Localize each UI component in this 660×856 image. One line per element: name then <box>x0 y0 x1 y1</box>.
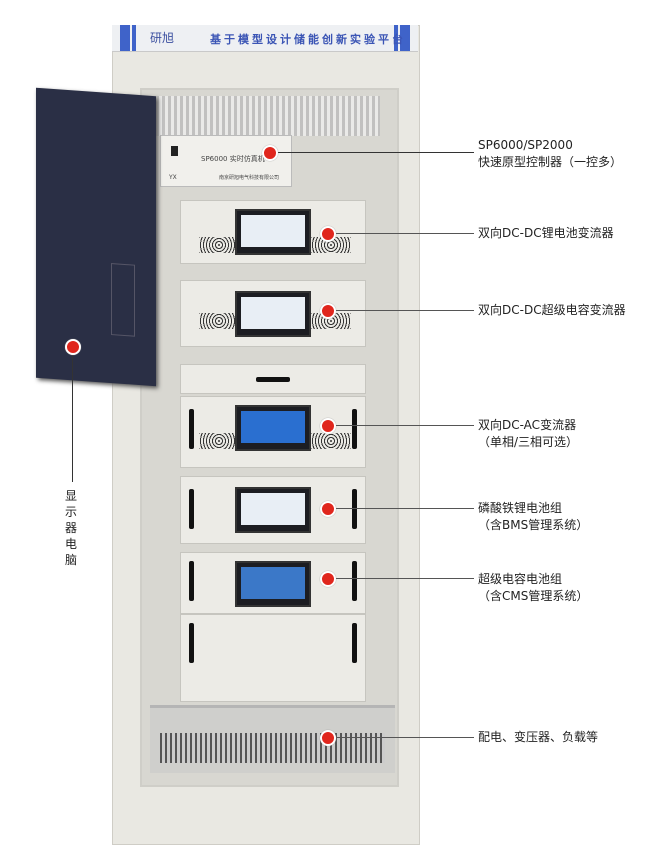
marker-dot <box>320 730 336 746</box>
sp-brand: YX <box>169 174 177 181</box>
callout-distribution: 配电、变压器、负载等 <box>478 730 599 744</box>
distribution-tray <box>150 705 395 773</box>
callout-dcdc-supercap: 双向DC-DC超级电容变流器 <box>478 303 626 317</box>
callout-line <box>334 737 474 738</box>
callout-line <box>276 152 474 153</box>
lfp-battery-unit <box>180 476 366 544</box>
cabinet-title: 基于模型设计储能创新实验平台 <box>210 33 406 46</box>
callout-dcdc-lithium: 双向DC-DC锂电池变流器 <box>478 226 614 240</box>
dcdc-lithium-unit <box>180 200 366 264</box>
sp6000-unit: SP6000 实时仿真机 YX 南京研旭电气科技有限公司 <box>160 135 292 187</box>
brand-logo: 研旭 <box>150 31 175 45</box>
callout-line <box>334 578 474 579</box>
sp-box-label: SP6000 实时仿真机 <box>201 155 265 163</box>
dcac-unit <box>180 396 366 468</box>
blank-panel <box>180 364 366 394</box>
marker-dot <box>320 303 336 319</box>
marker-dot <box>320 571 336 587</box>
sp-company: 南京研旭电气科技有限公司 <box>219 175 280 181</box>
marker-dot <box>262 145 278 161</box>
top-vent <box>150 96 380 136</box>
marker-dot <box>320 418 336 434</box>
callout-line <box>334 310 474 311</box>
callout-line <box>334 233 474 234</box>
marker-dot <box>65 339 81 355</box>
callout-dcac: 双向DC-AC变流器（单相/三相可选） <box>478 418 579 449</box>
callout-line <box>334 425 474 426</box>
supercap-battery-unit <box>180 552 366 614</box>
monitor-computer <box>36 87 156 387</box>
marker-dot <box>320 501 336 517</box>
monitor-label: 显示器电脑 <box>65 489 78 567</box>
callout-line <box>72 352 73 482</box>
marker-dot <box>320 226 336 242</box>
callout-lfp: 磷酸铁锂电池组（含BMS管理系统） <box>478 501 589 532</box>
dcdc-supercap-unit <box>180 280 366 347</box>
supercap-battery-lower <box>180 614 366 702</box>
callout-supercap: 超级电容电池组（含CMS管理系统） <box>478 572 589 603</box>
callout-line <box>334 508 474 509</box>
cabinet-header <box>112 25 418 52</box>
